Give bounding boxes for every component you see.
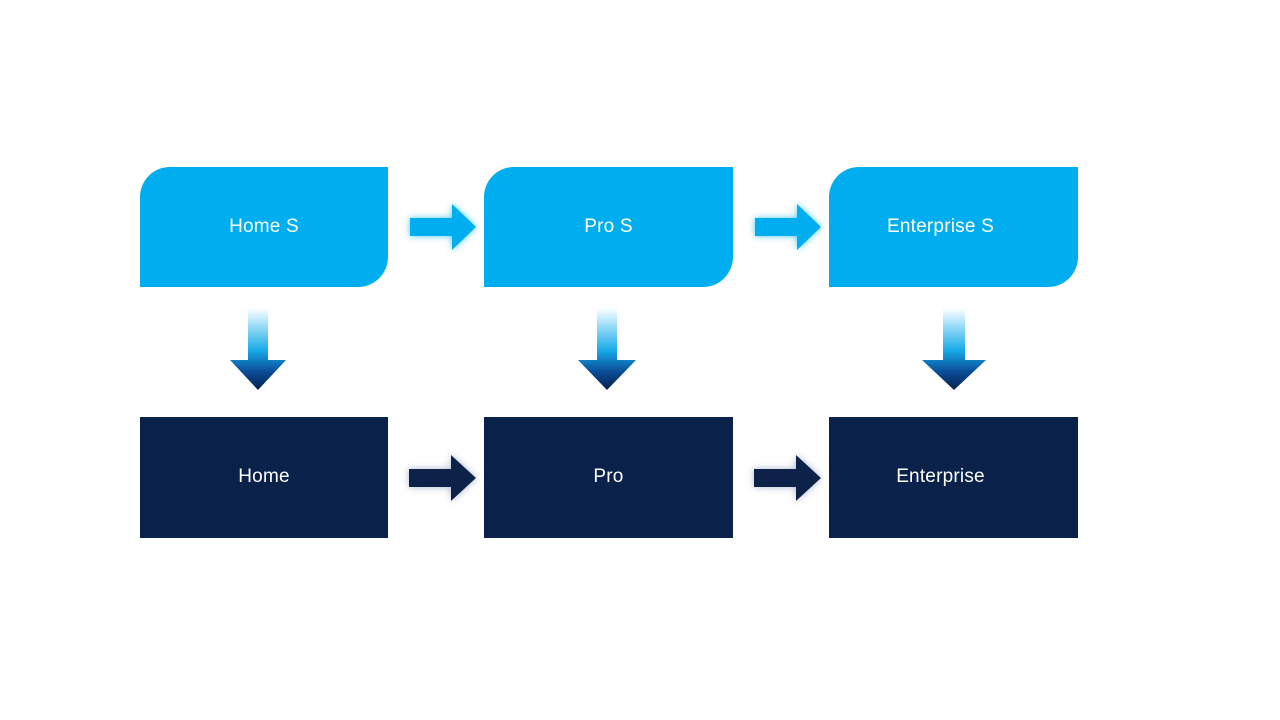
arrow-home-s-to-pro-s [408,201,478,253]
node-pro-label: Pro [593,466,624,488]
arrow-home-to-pro [405,452,479,504]
node-pro[interactable]: Pro [484,417,733,538]
node-enterprise[interactable]: Enterprise [829,417,1078,538]
arrow-pro-to-enterprise [750,452,824,504]
node-enterprise-label: Enterprise [896,466,985,488]
node-home[interactable]: Home [140,417,388,538]
arrow-enterprise-s-to-enterprise [919,308,989,392]
node-pro-s[interactable]: Pro S [484,167,733,287]
node-home-s[interactable]: Home S [140,167,388,287]
node-home-s-label: Home S [229,215,299,237]
arrow-home-s-to-home [228,308,288,392]
arrow-pro-s-to-enterprise-s [753,201,823,253]
node-enterprise-s[interactable]: Enterprise S [829,167,1078,287]
node-enterprise-s-label: Enterprise S [887,215,994,237]
arrow-pro-s-to-pro [576,308,638,392]
node-home-label: Home [238,466,290,488]
node-pro-s-label: Pro S [584,215,633,237]
